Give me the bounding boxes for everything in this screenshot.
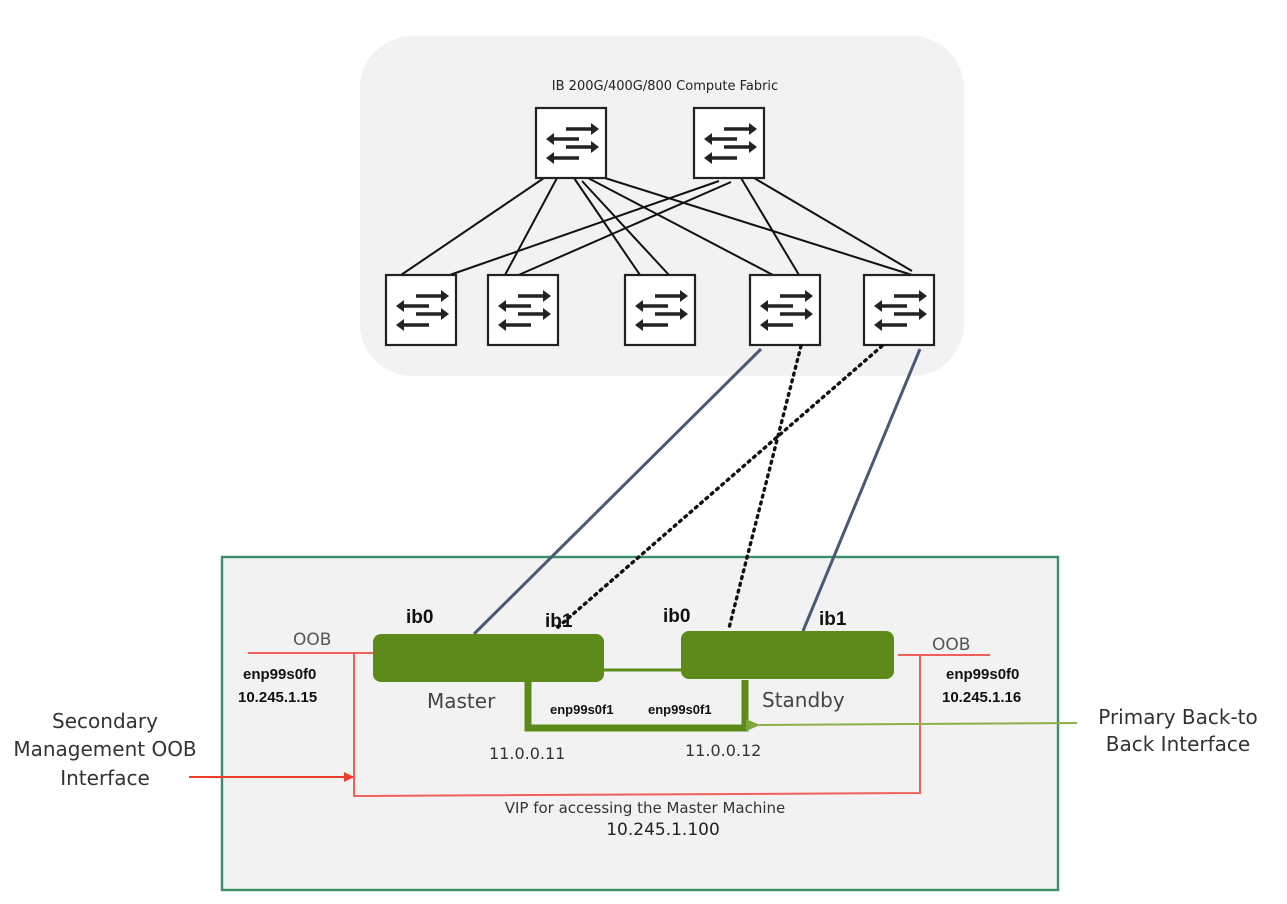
fabric-links: [400, 177, 913, 278]
master-ib1-link: [555, 344, 884, 630]
standby-ib0-link: [727, 344, 803, 630]
vip-label: VIP for accessing the Master Machine: [505, 799, 786, 817]
leaf-switch-2: [486, 273, 560, 347]
primary-callout-line2: Back Interface: [1106, 732, 1250, 756]
primary-callout-arrow: [745, 719, 1078, 732]
leaf-switch-1: [384, 273, 458, 347]
secondary-callout-line3: Interface: [60, 766, 150, 790]
leaf-switch-3: [623, 273, 697, 347]
master-oob-label: OOB: [293, 630, 331, 650]
standby-oob-label: OOB: [932, 635, 970, 655]
standby-ib1-link: [801, 348, 922, 632]
spine-switch-2: [692, 106, 766, 180]
leaf-switch-5: [862, 273, 936, 347]
primary-callout-line1: Primary Back-to: [1098, 705, 1258, 729]
master-node[interactable]: [373, 634, 604, 682]
standby-b2b-ip: 11.0.0.12: [685, 741, 761, 760]
secondary-callout-line2: Management OOB: [13, 737, 196, 761]
master-ib0-label: ib0: [406, 607, 433, 628]
master-oob-ip: 10.245.1.15: [238, 689, 317, 706]
spine-switch-1: [534, 106, 608, 180]
leaf-switch-4: [748, 273, 822, 347]
standby-ib1-label: ib1: [819, 609, 847, 630]
master-oob-interface: enp99s0f0: [243, 666, 316, 683]
master-b2b-ip: 11.0.0.11: [489, 744, 565, 763]
standby-label: Standby: [762, 688, 845, 712]
master-b2b-interface: enp99s0f1: [550, 702, 614, 717]
master-ib1-label: ib1: [545, 611, 573, 632]
vip-ip: 10.245.1.100: [606, 820, 720, 840]
standby-ib0-label: ib0: [663, 606, 690, 627]
master-ib0-link: [472, 347, 763, 636]
standby-oob-interface: enp99s0f0: [946, 666, 1019, 683]
standby-node[interactable]: [681, 631, 894, 679]
master-label: Master: [427, 689, 496, 713]
standby-b2b-interface: enp99s0f1: [648, 702, 712, 717]
b2b-loop-link: [524, 680, 749, 732]
fabric-title: IB 200G/400G/800 Compute Fabric: [552, 79, 778, 94]
standby-oob-ip: 10.245.1.16: [942, 689, 1021, 706]
secondary-callout-line1: Secondary: [52, 709, 158, 733]
